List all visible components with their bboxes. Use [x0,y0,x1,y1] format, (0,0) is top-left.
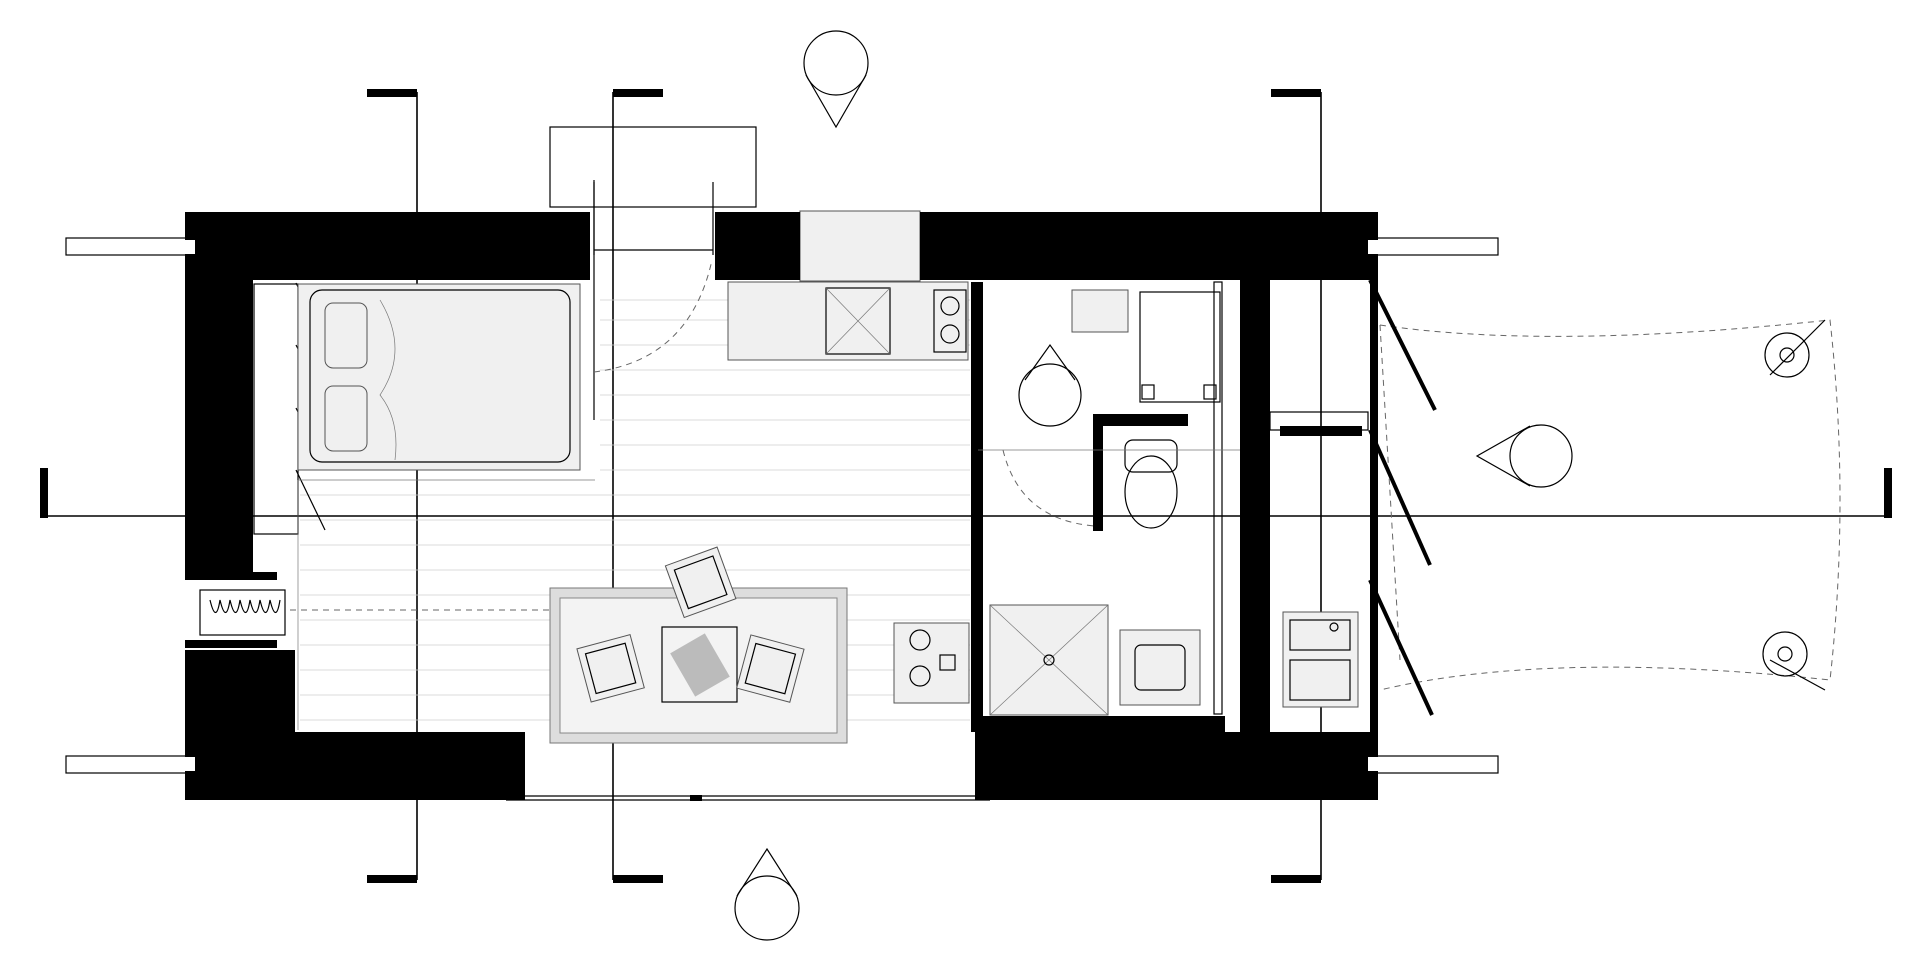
two-burner-cooktop [933,289,967,353]
pillow [324,302,368,369]
mooring-post-top [1764,319,1826,378]
entry-door [593,182,714,255]
exterior-walls [185,212,1378,800]
boat-hull-outline [1379,319,1841,691]
north-arrow-bottom [734,847,800,941]
kitchen [727,281,982,440]
pillow [324,385,368,452]
coffee-table [661,626,738,703]
kitchenette-cooktop [893,622,970,704]
closet-niche [199,589,560,636]
section-marker [613,875,663,883]
armchair-left [576,634,645,703]
section-marker [613,89,663,97]
kitchen-counter [727,281,969,361]
armchair-top [664,546,737,619]
towel-bench [1139,291,1221,403]
window-notches [185,240,1378,771]
north-arrow-deck [1475,424,1573,488]
toilet [1124,439,1178,529]
range-hood [799,210,921,282]
living-area [506,546,990,801]
section-marker [1884,468,1892,518]
north-arrow-top [803,30,869,129]
kitchen-sink [825,287,891,355]
wardrobe-shelving [253,283,299,535]
section-marker [367,875,417,883]
armchair-right [736,634,805,703]
floor-edges [297,449,1240,730]
washbasin [1018,343,1082,427]
deck [1269,279,1841,716]
washing-machine [1071,289,1129,333]
section-marker [40,468,48,518]
entry-step [549,126,757,208]
bath-cabinet [1119,629,1201,706]
section-marker [1271,89,1321,97]
section-marker [367,89,417,97]
section-marker [1271,875,1321,883]
bedroom [253,180,713,535]
bathroom [989,281,1223,716]
mooring-post-bottom [1762,631,1826,691]
